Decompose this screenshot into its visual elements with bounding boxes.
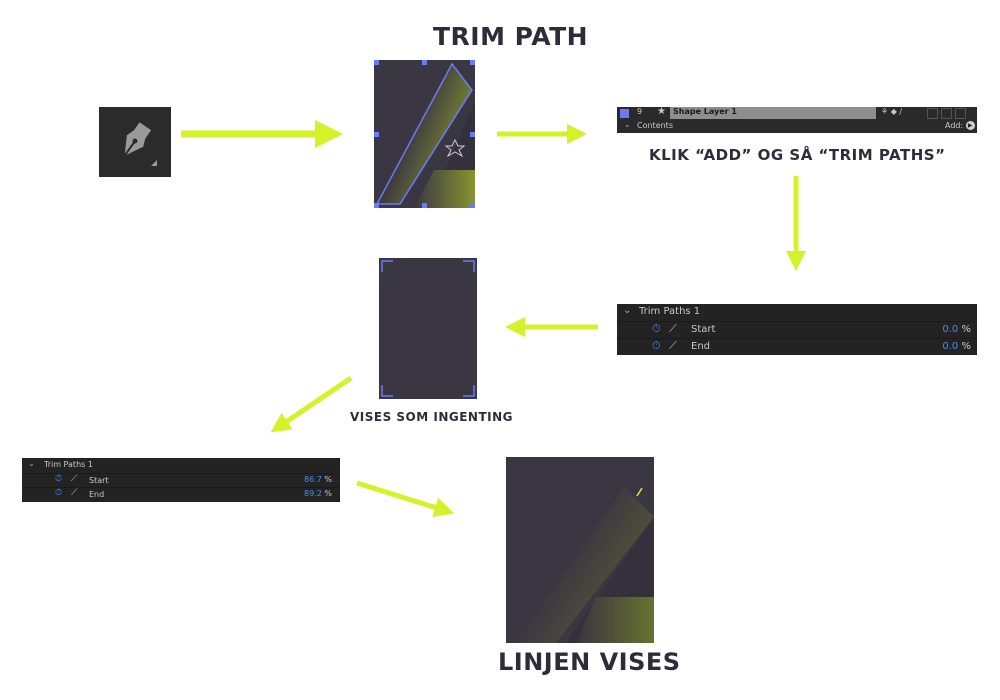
start-label: Start (89, 476, 109, 485)
contents-label: Contents (637, 121, 673, 130)
start-label: Start (691, 324, 716, 335)
layer-name-field[interactable]: Shape Layer 1 (670, 107, 876, 119)
arrow-empty-to-trim2 (270, 375, 353, 433)
trim-group-label: Trim Paths 1 (639, 306, 701, 317)
star-icon: ★ (657, 106, 666, 117)
start-property-row[interactable]: ⏱ ⟋ Start 0.0 % (617, 322, 977, 339)
trim-group-label: Trim Paths 1 (44, 460, 93, 469)
layer-switches[interactable]: ⚘ ◆ ∕ (879, 107, 977, 119)
step-nothing-label: VISES SOM INGENTING (350, 410, 514, 424)
end-unit: % (324, 489, 332, 498)
disclosure-triangle-icon[interactable]: ⌄ (623, 305, 632, 316)
stopwatch-icon[interactable]: ⏱ (652, 339, 661, 352)
disclosure-triangle-icon[interactable]: ⌄ (624, 120, 631, 129)
end-value[interactable]: 0.0 (942, 341, 959, 352)
selected-path (375, 62, 473, 205)
step-line-heading: LINJEN VISES (498, 648, 681, 676)
anchor-point-icon (444, 138, 466, 158)
result-comp-preview (506, 457, 654, 643)
end-label: End (691, 341, 711, 352)
step-add-heading: KLIK “ADD” OG SÅ “TRIM PATHS” (649, 146, 946, 164)
start-property-row[interactable]: ⏱ ⟋ Start 86.7 % (22, 474, 340, 488)
stopwatch-icon[interactable]: ⏱ (55, 488, 63, 498)
trimmed-line (636, 487, 643, 497)
diagram-title: TRIM PATH (433, 22, 589, 51)
start-unit: % (324, 475, 332, 484)
end-property-row[interactable]: ⏱ ⟋ End 0.0 % (617, 339, 977, 355)
layer-bar: 9 ★ Shape Layer 1 ⚘ ◆ ∕ ⌄ Contents Add: … (617, 106, 977, 133)
disclosure-triangle-icon[interactable]: ⌄ (28, 459, 35, 468)
start-unit: % (961, 324, 971, 335)
add-arrow-icon: ▶ (965, 121, 975, 130)
graph-icon[interactable]: ⟋ (669, 339, 677, 352)
end-value[interactable]: 89.2 (304, 489, 322, 498)
arrow-trim2-to-result (356, 480, 455, 518)
graph-icon[interactable]: ⟋ (669, 322, 677, 335)
graph-icon[interactable]: ⟋ (71, 474, 78, 484)
empty-comp-preview (379, 258, 477, 399)
pen-tool-icon (123, 122, 157, 166)
add-button[interactable]: Add: ▶ (945, 121, 975, 130)
stopwatch-icon[interactable]: ⏱ (55, 474, 63, 484)
stopwatch-icon[interactable]: ⏱ (652, 322, 661, 335)
shape-selected-preview (374, 60, 475, 208)
layer-name: Shape Layer 1 (673, 107, 737, 116)
end-unit: % (961, 341, 971, 352)
add-label: Add: (945, 121, 964, 130)
end-property-row[interactable]: ⏱ ⟋ End 89.2 % (22, 488, 340, 502)
trim-paths-panel-2: ⌄ Trim Paths 1 ⏱ ⟋ Start 86.7 % ⏱ ⟋ End … (22, 458, 340, 502)
start-value[interactable]: 86.7 (304, 475, 322, 484)
layer-color-swatch[interactable] (620, 109, 629, 118)
layer-index: 9 (637, 107, 643, 116)
pen-tool-button (99, 107, 171, 177)
trim-paths-panel-1: ⌄ Trim Paths 1 ⏱ ⟋ Start 0.0 % ⏱ ⟋ End 0… (617, 304, 977, 355)
start-value[interactable]: 0.0 (942, 324, 959, 335)
end-label: End (89, 490, 105, 499)
graph-icon[interactable]: ⟋ (71, 488, 78, 498)
